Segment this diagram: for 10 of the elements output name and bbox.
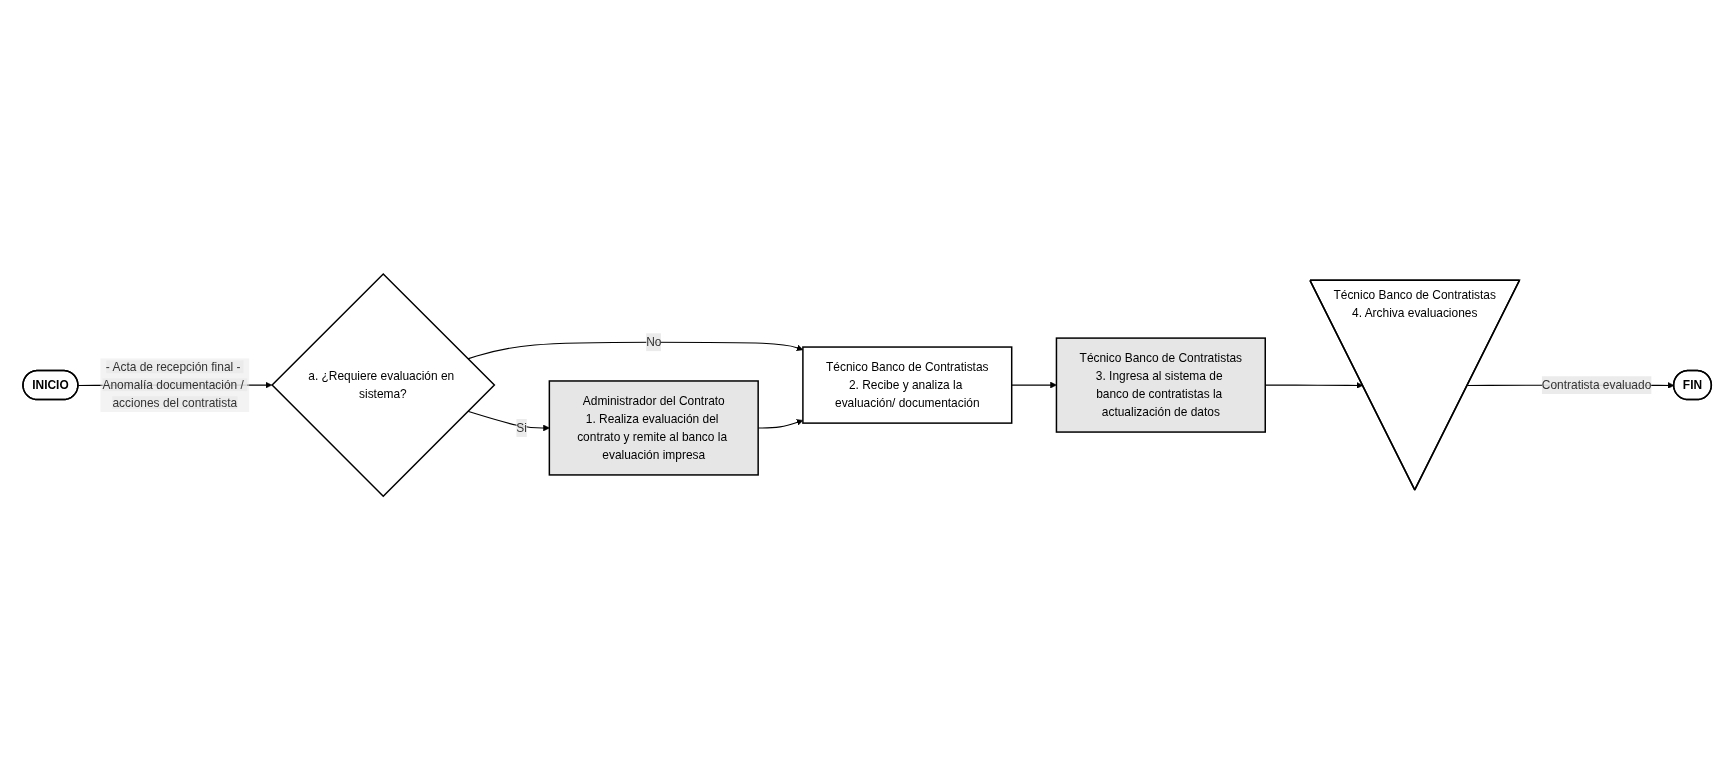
- node-box: Técnico Banco de Contratistas 3. Ingresa al sistema de banco de contratistas la actualización de datos: [1056, 337, 1267, 434]
- edge-label: - Acta de recepción final - Anomalía documentación / acciones del contratista: [102, 360, 245, 410]
- edge-label: No: [646, 335, 662, 349]
- edge-label: Contratista evaluado: [1542, 378, 1652, 392]
- arrow: [467, 411, 550, 432]
- node-box: Administrador del Contrato 1. Realiza evaluación del contrato y remite al banco la evaluación impresa: [548, 380, 760, 477]
- node-diamond: a. ¿Requiere evaluación en sistema?: [271, 273, 496, 498]
- edge-label: Si: [516, 421, 528, 435]
- arrow: [1265, 382, 1364, 390]
- node-box: Técnico Banco de Contratistas 2. Recibe y analiza la evaluación/ documentación: [802, 346, 1013, 425]
